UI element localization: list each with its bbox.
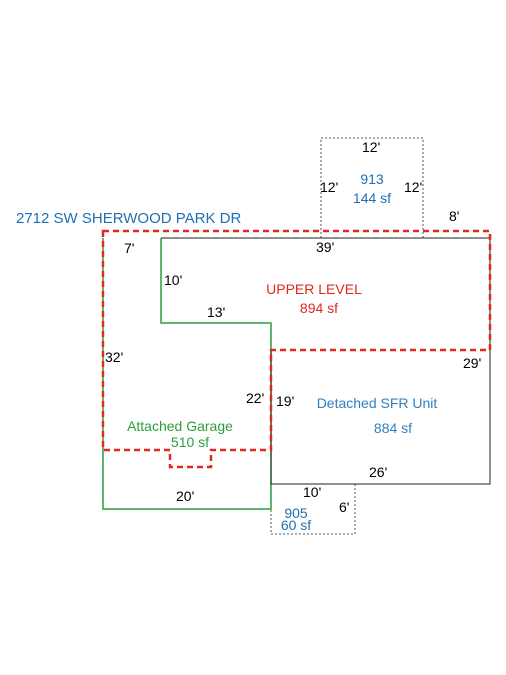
dimension-label: 13' — [207, 304, 225, 320]
area-905-code: 905 — [284, 505, 308, 521]
area-905-size: 60 sf — [281, 517, 311, 533]
dimension-label: 22' — [246, 390, 264, 406]
upper-level-size: 894 sf — [300, 300, 338, 316]
garage-size: 510 sf — [171, 434, 209, 450]
dimension-label: 29' — [463, 355, 481, 371]
upper-level-outline — [101, 229, 492, 469]
dimension-label: 26' — [369, 464, 387, 480]
dimension-label: 19' — [276, 393, 294, 409]
dimension-label: 20' — [176, 488, 194, 504]
dimension-label: 12' — [362, 139, 380, 155]
dimension-label: 8' — [449, 208, 459, 224]
dimension-label: 10' — [303, 484, 321, 500]
garage-outline — [102, 238, 272, 510]
garage-name: Attached Garage — [127, 418, 233, 434]
area-913-code: 913 — [360, 171, 384, 187]
dimension-label: 12' — [320, 179, 338, 195]
address-label: 2712 SW SHERWOOD PARK DR — [16, 210, 241, 227]
dimension-label: 7' — [124, 240, 134, 256]
detached-unit-outline — [161, 237, 491, 485]
dimension-label: 39' — [316, 239, 334, 255]
detached-unit-name: Detached SFR Unit — [317, 395, 438, 411]
area-913-size: 144 sf — [353, 190, 391, 206]
detached-unit-size: 884 sf — [374, 420, 412, 436]
dimension-label: 32' — [105, 349, 123, 365]
dimension-label: 12' — [404, 179, 422, 195]
dimension-label: 10' — [164, 272, 182, 288]
upper-level-name: UPPER LEVEL — [266, 281, 362, 297]
dimension-label: 6' — [339, 499, 349, 515]
